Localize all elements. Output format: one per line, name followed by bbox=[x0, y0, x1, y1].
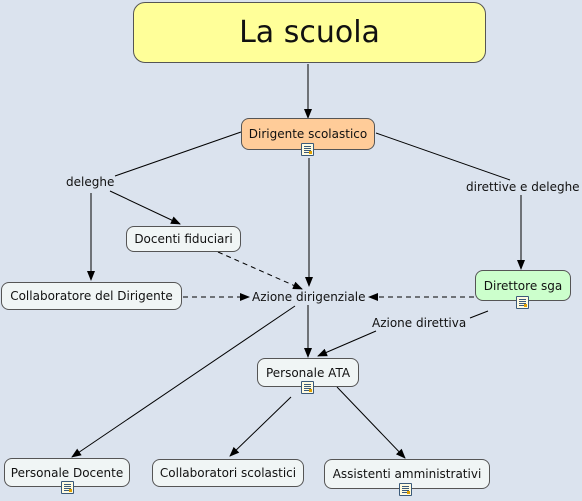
edge-azione-docente bbox=[71, 305, 296, 458]
collaboratore-node[interactable]: Collaboratore del Dirigente bbox=[1, 282, 182, 310]
title-node[interactable]: La scuola bbox=[133, 2, 486, 63]
personale-ata-label: Personale ATA bbox=[265, 365, 351, 380]
edge-dirigente-deleghe bbox=[114, 131, 242, 177]
collaboratori-scolastici-label: Collaboratori scolastici bbox=[159, 466, 297, 480]
title-text: La scuola bbox=[239, 15, 380, 50]
direttive-label: direttive e deleghe bbox=[466, 180, 580, 194]
edge-azionedirettiva-ata bbox=[317, 330, 377, 357]
docenti-fiduciari-label: Docenti fiduciari bbox=[134, 232, 233, 246]
direttore-label: Direttore sga bbox=[483, 278, 563, 293]
personale-docente-label: Personale Docente bbox=[10, 465, 124, 480]
edge-ata-assistenti bbox=[336, 386, 406, 459]
direttore-document-icon[interactable] bbox=[516, 296, 529, 309]
edge-dirigente-direttive bbox=[375, 132, 511, 181]
personale-ata-document-icon[interactable] bbox=[301, 381, 314, 394]
edge-direttore-azionedirettiva bbox=[469, 310, 489, 319]
edge-ata-collaboratori bbox=[229, 396, 292, 457]
dirigente-label: Dirigente scolastico bbox=[248, 127, 368, 141]
edge-docenti-azione bbox=[217, 251, 303, 290]
dirigente-document-icon[interactable] bbox=[301, 143, 314, 156]
assistenti-document-icon[interactable] bbox=[399, 483, 412, 496]
docenti-fiduciari-node[interactable]: Docenti fiduciari bbox=[126, 226, 241, 252]
personale-docente-document-icon[interactable] bbox=[61, 481, 74, 494]
assistenti-label: Assistenti amministrativi bbox=[332, 467, 482, 481]
collaboratore-label: Collaboratore del Dirigente bbox=[10, 289, 173, 303]
deleghe-label: deleghe bbox=[66, 175, 115, 189]
azione-direttiva-label: Azione direttiva bbox=[372, 316, 467, 330]
edge-deleghe-docenti bbox=[109, 190, 181, 225]
collaboratori-scolastici-node[interactable]: Collaboratori scolastici bbox=[152, 459, 304, 487]
azione-dirigenziale-label: Azione dirigenziale bbox=[252, 290, 366, 304]
